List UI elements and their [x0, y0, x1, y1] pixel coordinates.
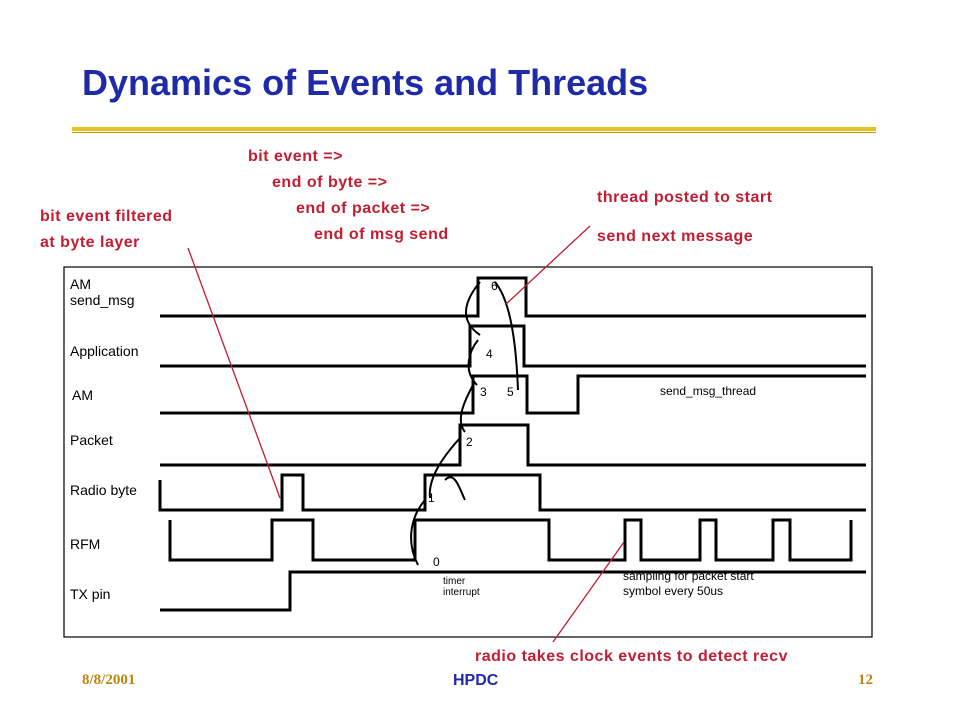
- footer-page-number: 12: [858, 672, 873, 688]
- step-label-4: 4: [486, 347, 493, 361]
- row-label-tx-pin: TX pin: [70, 586, 110, 602]
- send-msg-thread-label: send_msg_thread: [660, 384, 756, 398]
- footer-date: 8/8/2001: [82, 672, 136, 688]
- timer-label-1: timer: [443, 576, 466, 587]
- annotation-thread-2: send next message: [597, 228, 754, 245]
- sequence-curve-2: [459, 384, 474, 433]
- annotation-filtered-2: at byte layer: [40, 234, 140, 251]
- title-underline: [72, 127, 876, 131]
- annotation-bit-event-3: end of packet =>: [296, 200, 431, 217]
- trace-radio-byte: [158, 473, 866, 512]
- step-label-0: 0: [433, 555, 440, 569]
- trace-rfm: [168, 518, 853, 562]
- annotation-radio-clock: radio takes clock events to detect recv: [475, 648, 788, 665]
- annotation-filtered-1: bit event filtered: [40, 208, 173, 225]
- leader-radio: [552, 541, 625, 643]
- annotation-bit-event-4: end of msg send: [314, 226, 449, 243]
- sequence-curve-6: [444, 476, 466, 501]
- row-label-packet: Packet: [70, 432, 113, 448]
- row-label-am: AM: [72, 387, 93, 403]
- sampling-label-2: symbol every 50us: [623, 584, 723, 598]
- slide-title: Dynamics of Events and Threads: [82, 62, 649, 103]
- sequence-curve-5: [494, 281, 519, 391]
- annotation-thread-1: thread posted to start: [597, 189, 773, 206]
- leader-thread: [504, 225, 591, 306]
- row-label-am-send-2: send_msg: [70, 292, 135, 308]
- diagram-frame: [63, 266, 873, 638]
- timer-label-2: interrupt: [443, 587, 480, 598]
- trace-application: [160, 324, 866, 368]
- footer-center: HPDC: [453, 672, 499, 689]
- step-label-3: 3: [480, 385, 487, 399]
- trace-am: [160, 374, 866, 415]
- annotation-bit-event-2: end of byte =>: [272, 174, 388, 191]
- step-label-5: 5: [507, 385, 514, 399]
- leader-filtered: [187, 247, 281, 499]
- step-label-1: 1: [428, 491, 435, 505]
- trace-tx-pin: [160, 570, 866, 612]
- annotation-bit-event-1: bit event =>: [248, 148, 343, 165]
- row-label-radio-byte: Radio byte: [70, 482, 137, 498]
- sampling-label-1: sampling for packet start: [623, 569, 754, 583]
- row-label-rfm: RFM: [70, 536, 100, 552]
- row-label-application: Application: [70, 343, 139, 359]
- title-underline-shadow: [72, 132, 876, 133]
- trace-packet: [160, 423, 866, 467]
- sequence-curve-3: [467, 339, 479, 386]
- step-label-2: 2: [466, 435, 473, 449]
- sequence-curve-0: [410, 499, 426, 566]
- trace-am-send-msg: [160, 276, 866, 318]
- sequence-curve-4: [465, 281, 481, 336]
- sequence-curve-1: [428, 437, 461, 499]
- step-label-6: 6: [491, 279, 498, 293]
- row-label-am-send-1: AM: [70, 276, 91, 292]
